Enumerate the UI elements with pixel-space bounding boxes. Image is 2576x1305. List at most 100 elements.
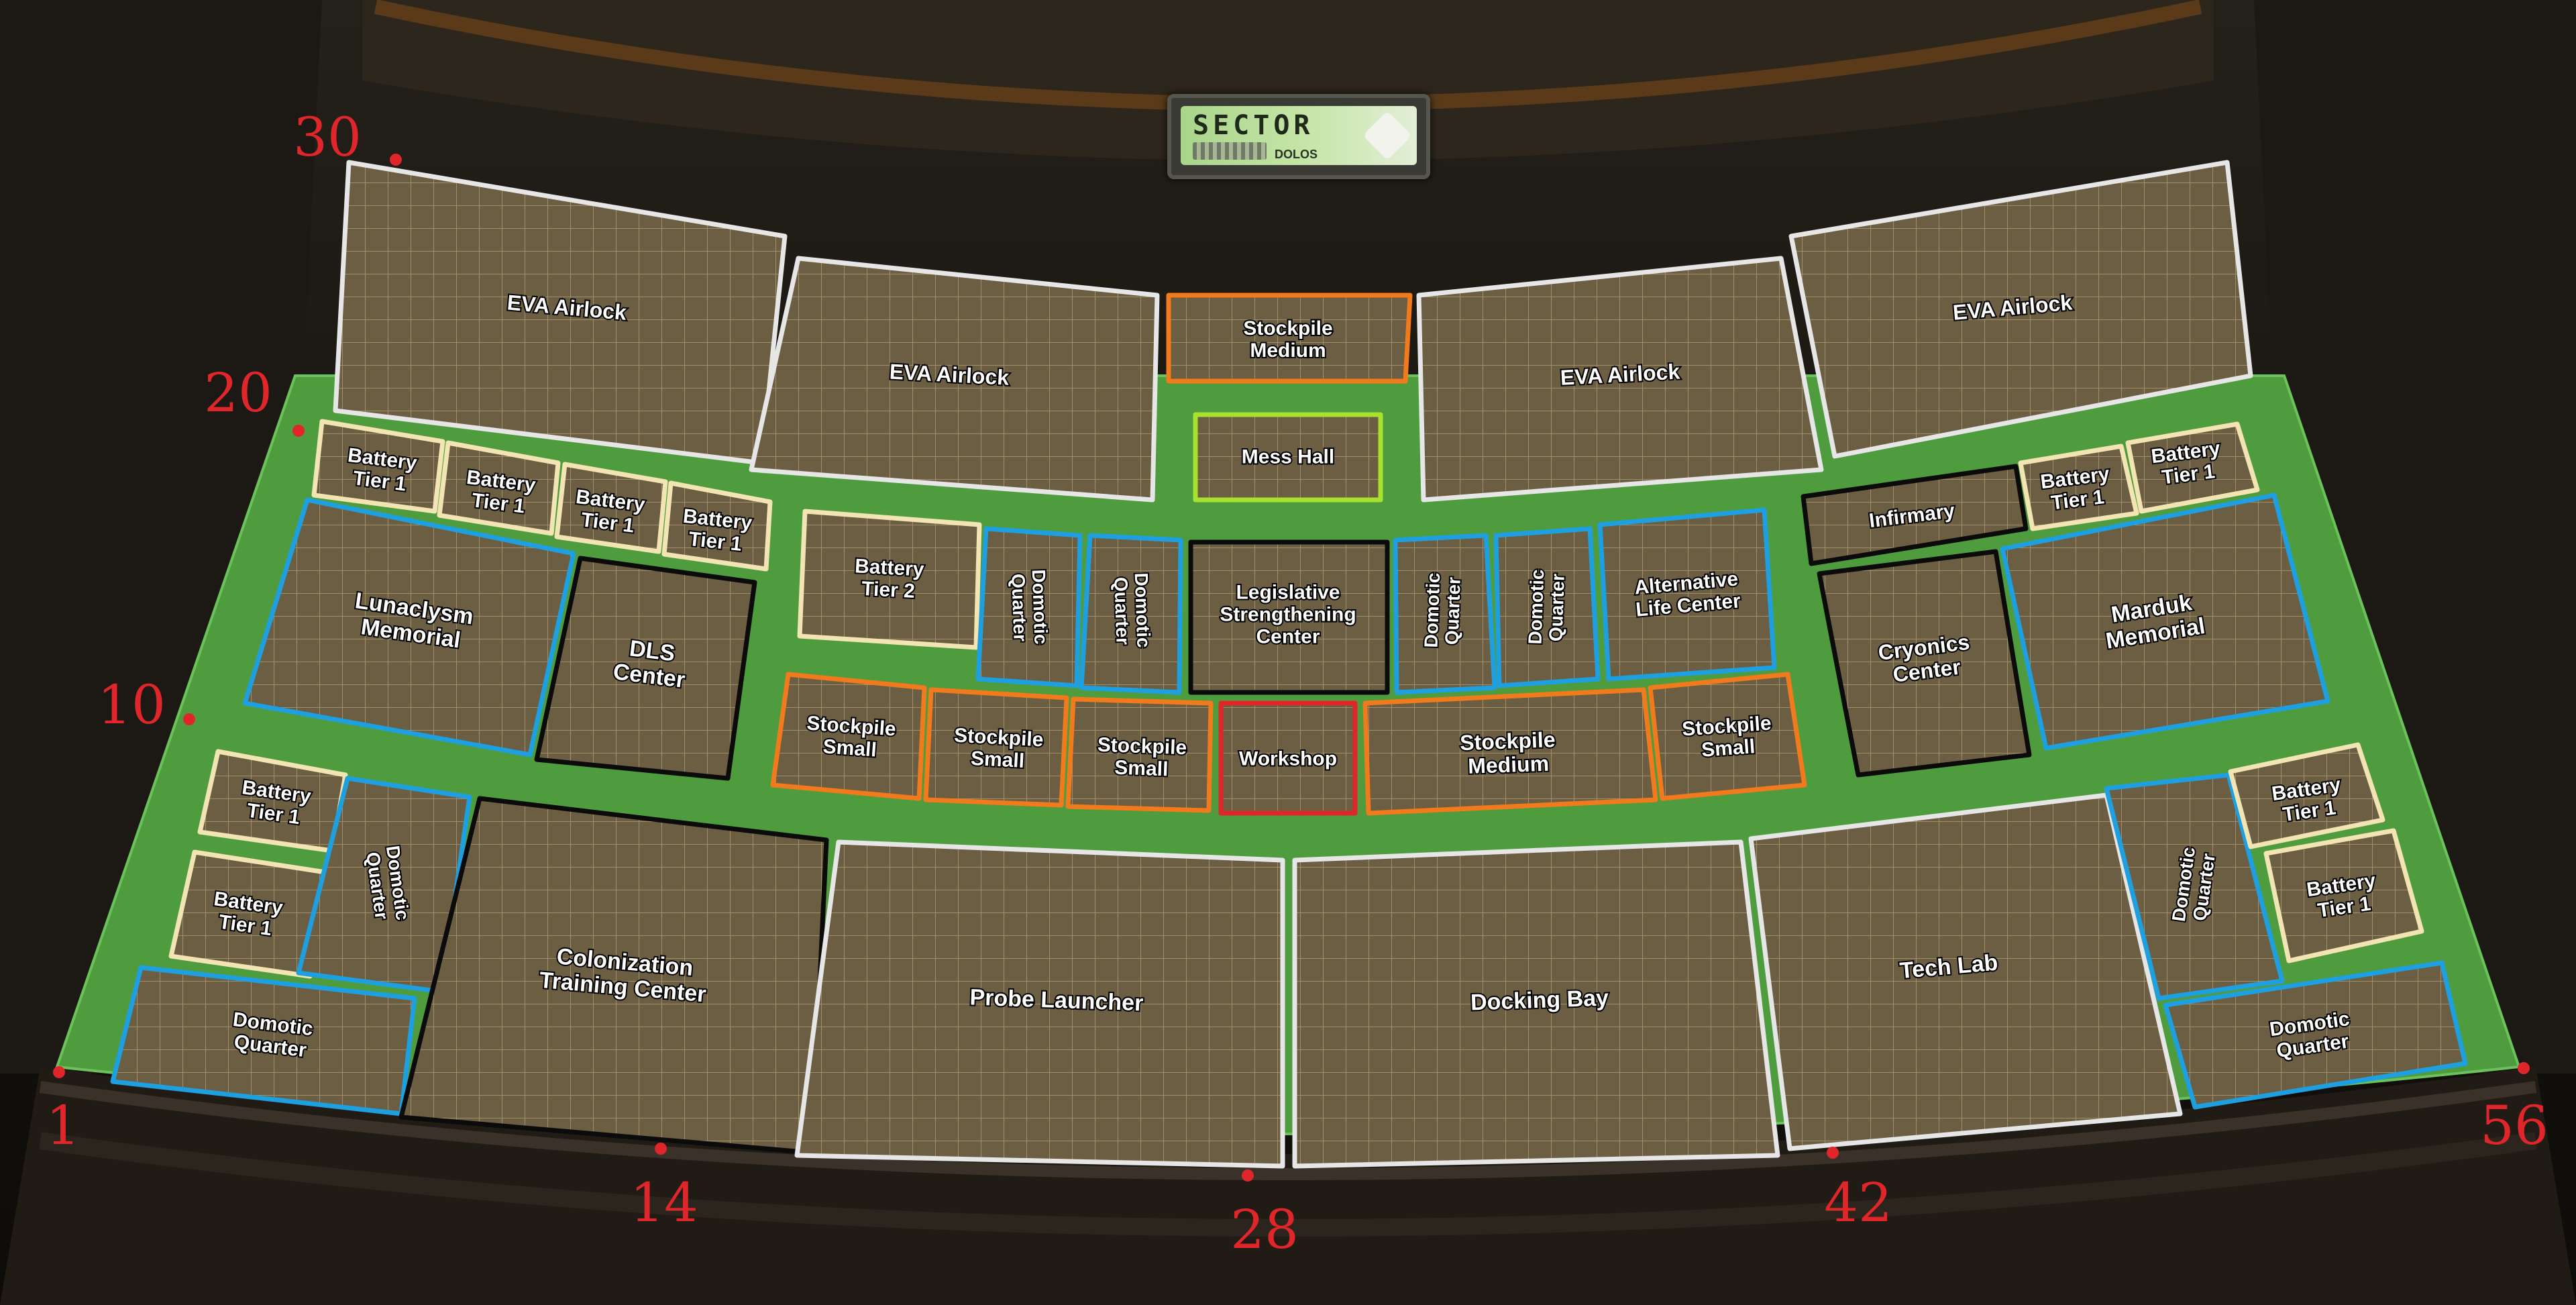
room-tile[interactable]: Mess Hall bbox=[1193, 412, 1383, 503]
room-tile[interactable]: DomoticQuarter bbox=[2104, 772, 2285, 1001]
room-tile[interactable]: Probe Launcher bbox=[794, 839, 1285, 1169]
room-tile[interactable]: StockpileSmall bbox=[1648, 672, 1807, 801]
marker-dot bbox=[1242, 1169, 1254, 1182]
room-tile[interactable]: BatteryTier 1 bbox=[554, 462, 668, 554]
room-tile[interactable]: StockpileSmall bbox=[923, 687, 1069, 808]
marker-dot bbox=[183, 713, 195, 725]
room-label: BatteryTier 1 bbox=[2270, 774, 2345, 827]
room-tile[interactable]: MardukMemorial bbox=[2000, 492, 2330, 751]
room-outline bbox=[770, 672, 927, 801]
room-outline bbox=[534, 556, 757, 781]
room-outline bbox=[1193, 412, 1383, 503]
room-tile[interactable]: DomoticQuarter bbox=[975, 526, 1083, 688]
room-label: BatteryTier 2 bbox=[853, 555, 925, 603]
room-tile[interactable]: BatteryTier 1 bbox=[437, 440, 561, 536]
room-tile[interactable]: BatteryTier 2 bbox=[797, 509, 982, 650]
room-outline bbox=[1218, 700, 1358, 816]
room-outline bbox=[1801, 464, 2029, 566]
room-tile[interactable]: Workshop bbox=[1218, 700, 1358, 816]
room-tile[interactable]: EVA Airlock bbox=[1788, 160, 2253, 459]
room-outline bbox=[1393, 533, 1497, 695]
room-tile[interactable]: Infirmary bbox=[1801, 464, 2029, 566]
room-label: StockpileMedium bbox=[1460, 727, 1557, 778]
marker-label: 42 bbox=[1824, 1171, 1892, 1234]
room-tile[interactable]: Docking Bay bbox=[1292, 839, 1780, 1169]
room-outline bbox=[311, 419, 445, 514]
marker-dot bbox=[390, 154, 402, 166]
room-label: DomoticQuarter bbox=[362, 844, 413, 925]
room-outline bbox=[1292, 839, 1780, 1169]
room-outline bbox=[1748, 792, 2183, 1151]
marker-dot bbox=[2518, 1062, 2530, 1074]
room-outline bbox=[749, 256, 1160, 503]
sign-face: SECTOR DOLOS bbox=[1181, 106, 1417, 165]
room-tile[interactable]: DomoticQuarter bbox=[1079, 533, 1183, 695]
ceiling-arch bbox=[362, 0, 2214, 161]
room-outline bbox=[975, 526, 1083, 688]
room-tile[interactable]: BatteryTier 1 bbox=[2018, 443, 2139, 531]
room-outline bbox=[1817, 549, 2032, 778]
room-tile[interactable]: AlternativeLife Center bbox=[1597, 507, 1777, 682]
room-tile[interactable]: StockpileSmall bbox=[1065, 696, 1214, 813]
room-outline bbox=[1493, 526, 1601, 688]
room-tile[interactable]: LunaclysmMemorial bbox=[242, 497, 576, 758]
room-label: DomoticQuarter bbox=[2268, 1008, 2354, 1063]
room-outline bbox=[1362, 687, 1658, 816]
room-tile[interactable]: DomoticQuarter bbox=[1393, 533, 1497, 695]
room-tile[interactable]: DomoticQuarter bbox=[1493, 526, 1601, 688]
marker-label: 10 bbox=[97, 674, 166, 736]
room-label: DomoticQuarter bbox=[1420, 572, 1464, 649]
room-tile[interactable]: BatteryTier 1 bbox=[197, 749, 348, 853]
room-outline bbox=[1788, 160, 2253, 459]
room-outline bbox=[2125, 421, 2260, 514]
room-tile[interactable]: StockpileSmall bbox=[770, 672, 927, 801]
room-label: StockpileSmall bbox=[1096, 734, 1187, 782]
room-outline bbox=[2163, 960, 2468, 1110]
room-outline bbox=[797, 509, 982, 650]
sector-sign: SECTOR DOLOS bbox=[1167, 94, 1430, 179]
room-label: DomoticQuarter bbox=[1110, 572, 1155, 649]
room-tile[interactable]: BatteryTier 1 bbox=[311, 419, 445, 514]
room-label: DomoticQuarter bbox=[1524, 569, 1568, 645]
room-tile[interactable]: StockpileMedium bbox=[1362, 687, 1658, 816]
room-outline bbox=[1648, 672, 1807, 801]
marker-label: 30 bbox=[293, 106, 362, 168]
room-outline bbox=[1065, 696, 1214, 813]
room-outline bbox=[2228, 742, 2385, 849]
room-label: StockpileSmall bbox=[953, 725, 1044, 774]
room-tile[interactable]: EVA Airlock bbox=[1416, 256, 1824, 503]
room-label: Docking Bay bbox=[1470, 985, 1609, 1015]
sign-barcode bbox=[1193, 142, 1267, 160]
room-tile[interactable]: ColonizationTraining Center bbox=[398, 796, 829, 1155]
room-outline bbox=[794, 839, 1285, 1169]
room-tile[interactable]: BatteryTier 1 bbox=[2125, 421, 2260, 514]
room-tile[interactable]: DLSCenter bbox=[534, 556, 757, 781]
marker-label: 20 bbox=[204, 362, 272, 424]
marker-label: 56 bbox=[2480, 1094, 2548, 1157]
room-tile[interactable]: BatteryTier 1 bbox=[661, 480, 773, 572]
room-label: Workshop bbox=[1239, 748, 1337, 770]
room-outline bbox=[1597, 507, 1777, 682]
room-tile[interactable]: EVA Airlock bbox=[749, 256, 1160, 503]
room-tile[interactable]: CryonicsCenter bbox=[1817, 549, 2032, 778]
marker-dot bbox=[292, 425, 305, 437]
room-outline bbox=[2104, 772, 2285, 1001]
room-tile[interactable]: Tech Lab bbox=[1748, 792, 2183, 1151]
room-tile[interactable]: DomoticQuarter bbox=[2163, 960, 2468, 1110]
room-outline bbox=[923, 687, 1069, 808]
room-tile[interactable]: DomoticQuarter bbox=[296, 776, 472, 994]
room-outline bbox=[437, 440, 561, 536]
room-outline bbox=[2018, 443, 2139, 531]
room-label: BatteryTier 1 bbox=[680, 505, 753, 556]
marker-dot bbox=[1827, 1147, 1839, 1159]
room-outline bbox=[2000, 492, 2330, 751]
room-tile[interactable]: BatteryTier 1 bbox=[2228, 742, 2385, 849]
room-tile[interactable]: DomoticQuarter bbox=[110, 965, 417, 1116]
room-tile[interactable]: BatteryTier 1 bbox=[2263, 828, 2424, 963]
room-tile[interactable]: EVA Airlock bbox=[333, 160, 788, 466]
